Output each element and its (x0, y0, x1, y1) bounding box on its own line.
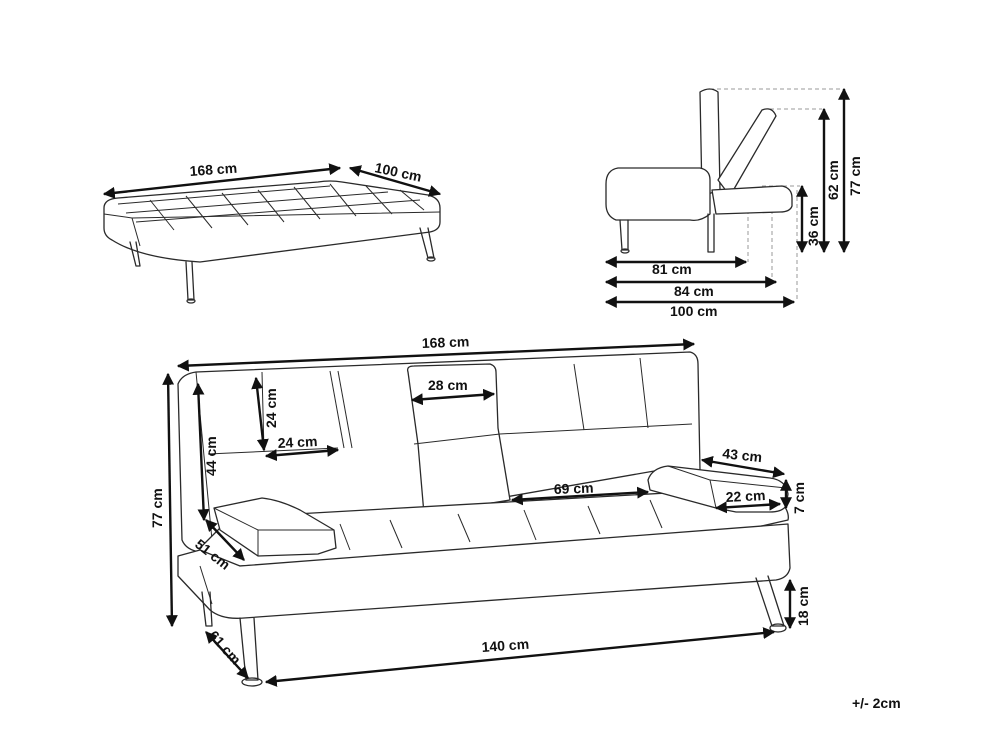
label-leg-height: 18 cm (795, 586, 811, 626)
front-leg-right (755, 575, 785, 627)
label-seat-width: 69 cm (554, 480, 594, 497)
label-base-depth: 61 cm (206, 627, 244, 667)
label-side-seat-height: 36 cm (805, 206, 821, 246)
dimension-lines (102, 87, 850, 687)
side-view (605, 88, 842, 300)
label-side-total-height: 77 cm (847, 156, 863, 196)
tolerance-note: +/- 2cm (852, 695, 901, 711)
front-leg-left-back (201, 591, 213, 627)
label-backrest-height: 44 cm (203, 436, 219, 476)
label-side-bed-depth: 100 cm (670, 303, 717, 319)
label-armrest-width: 22 cm (725, 487, 765, 505)
label-armrest-length: 43 cm (722, 445, 763, 465)
label-armrest-thickness: 7 cm (791, 482, 807, 514)
label-tuft-width: 24 cm (277, 433, 317, 451)
label-bed-length: 168 cm (189, 160, 237, 179)
front-seat-tufts (339, 499, 663, 551)
bed-leg-right (419, 227, 435, 259)
side-seat-extended (711, 185, 793, 215)
side-leg-front (619, 219, 629, 251)
label-tuft-height: 24 cm (263, 388, 279, 428)
bed-leg-front (185, 261, 195, 301)
side-armrest (605, 167, 711, 222)
bed-leg-left (129, 241, 141, 267)
bed-view (103, 180, 441, 304)
side-leg-back (707, 213, 715, 253)
front-base-frame (177, 523, 791, 619)
label-side-seat-depth: 81 cm (652, 261, 692, 277)
label-center-panel-width: 28 cm (428, 377, 468, 393)
label-front-width: 168 cm (422, 333, 470, 351)
label-side-frame-depth: 84 cm (674, 283, 714, 299)
label-side-back-height: 62 cm (825, 160, 841, 200)
label-base-width: 140 cm (481, 636, 529, 655)
label-front-height: 77 cm (149, 488, 165, 528)
side-backrest-reclined (717, 108, 777, 197)
bed-mattress (103, 180, 441, 263)
